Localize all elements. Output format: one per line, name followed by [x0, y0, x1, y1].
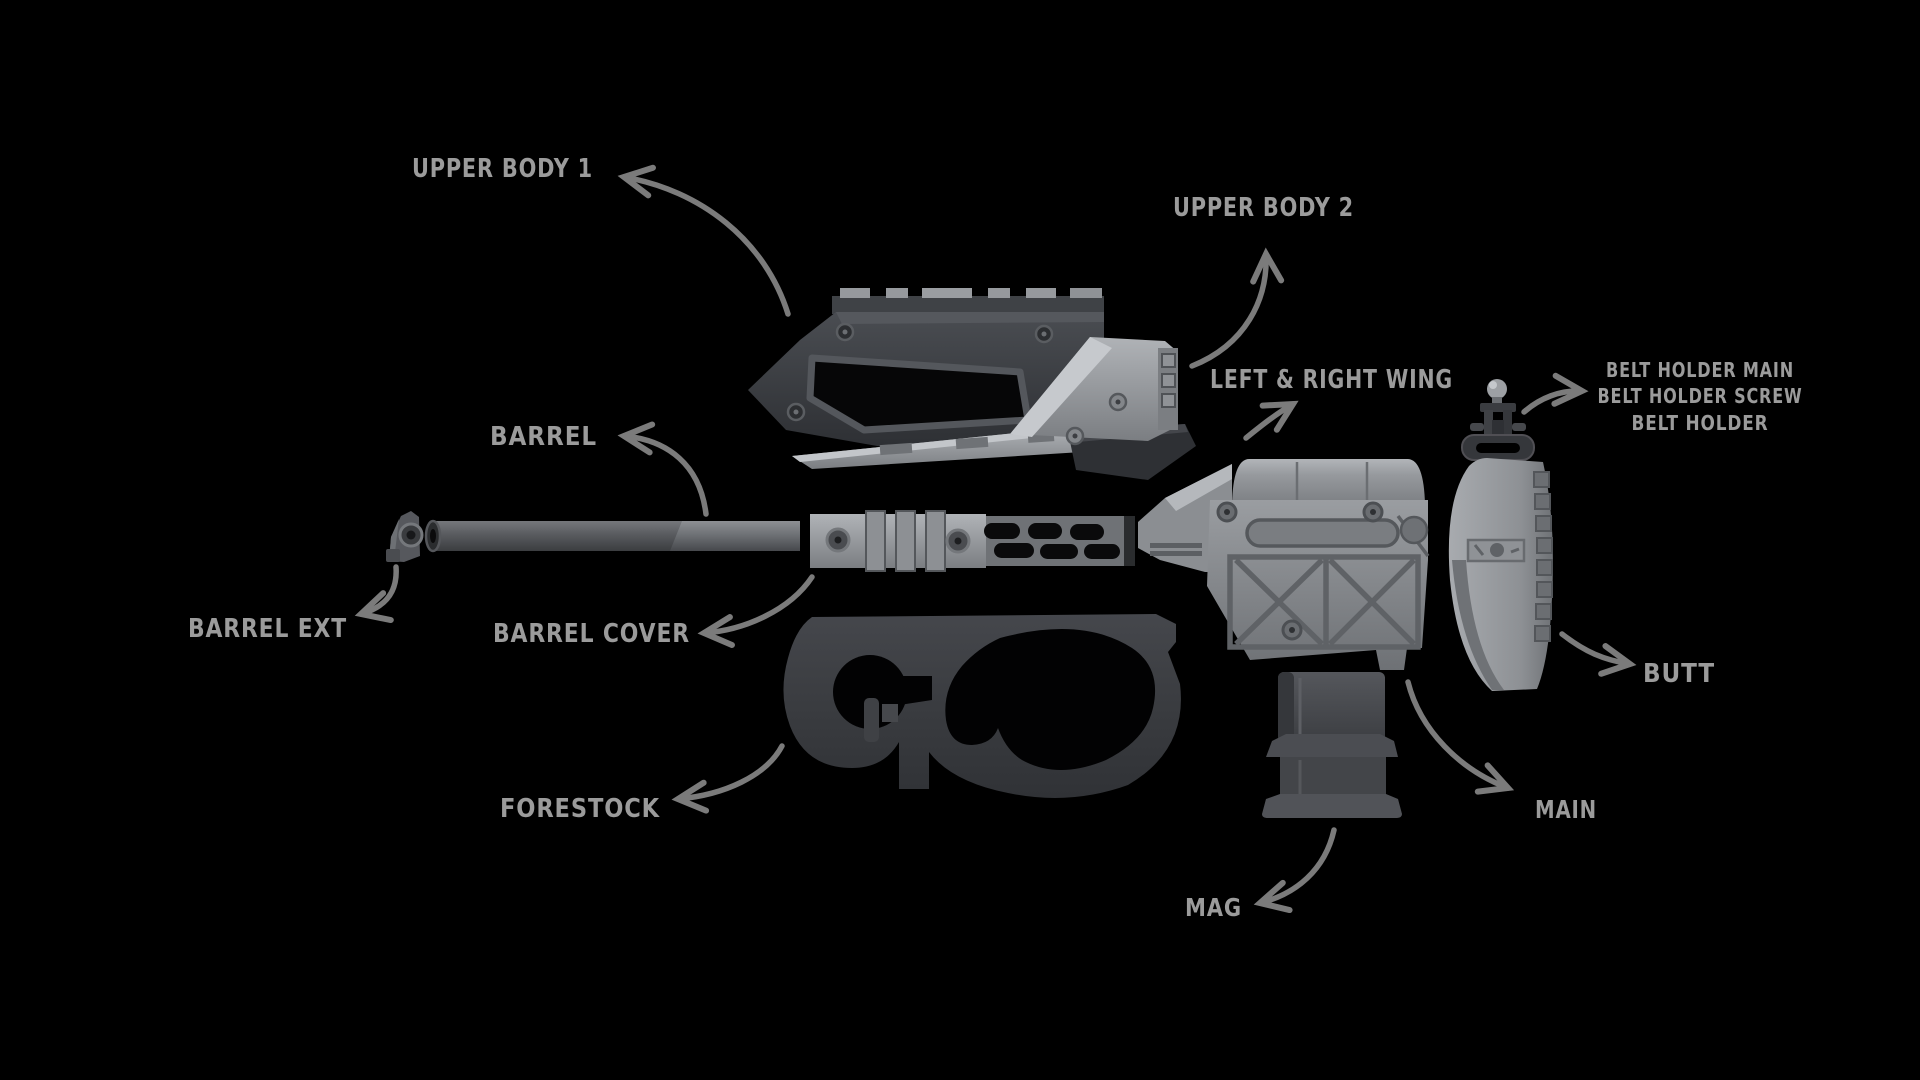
main-arrow	[1405, 679, 1515, 795]
barrel-ext-part	[386, 511, 424, 562]
main-part	[1138, 458, 1430, 670]
belt-holder-arrow	[1521, 372, 1589, 415]
screw-rivet	[1216, 501, 1238, 523]
barrel-arrow	[617, 421, 709, 517]
forestock-arrow	[671, 743, 785, 814]
butt-arrow	[1559, 631, 1637, 677]
upper-body-1-arrow	[617, 164, 791, 317]
upper-body-2-arrow	[1189, 247, 1285, 369]
screw-rivet	[825, 527, 851, 553]
belt-holder-label: BELT HOLDER	[1632, 411, 1769, 435]
mag-part	[1262, 672, 1402, 818]
upper-body-1-part	[748, 288, 1104, 450]
butt-ribs	[1533, 471, 1553, 642]
forestock-label: FORESTOCK	[500, 794, 660, 824]
belt-holder-part	[1461, 379, 1535, 461]
mag-arrow	[1253, 827, 1337, 914]
callout-arrows	[354, 164, 1637, 914]
barrel-label: BARREL	[490, 422, 597, 452]
belt-holder-main-label: BELT HOLDER MAIN	[1606, 358, 1794, 382]
barrel-ext-arrow	[354, 564, 399, 624]
butt-part	[1448, 458, 1553, 691]
screw-rivet	[1108, 392, 1128, 412]
upper-body-1-label: UPPER BODY 1	[412, 154, 593, 184]
barrel-cover-label: BARREL COVER	[493, 619, 690, 649]
truss-detail	[1227, 554, 1421, 650]
forestock-part	[783, 614, 1181, 798]
screw-rivet	[1281, 619, 1303, 641]
barrel-cover-arrow	[697, 574, 815, 648]
left-right-wing-arrow	[1243, 400, 1299, 441]
callout-labels: UPPER BODY 1 UPPER BODY 2 LEFT & RIGHT W…	[188, 154, 1803, 922]
barrel-ext-label: BARREL EXT	[188, 614, 347, 644]
belt-holder-screw-label: BELT HOLDER SCREW	[1598, 384, 1803, 408]
screw-rivet	[1362, 501, 1384, 523]
butt-label: BUTT	[1643, 659, 1715, 689]
screw-rivet	[945, 528, 971, 554]
upper-body-2-part	[1010, 337, 1178, 446]
rail-teeth	[840, 288, 1102, 298]
barrel-part	[424, 519, 800, 553]
upper-body-2-label: UPPER BODY 2	[1173, 193, 1354, 223]
mag-label: MAG	[1185, 893, 1242, 922]
left-right-wing-label: LEFT & RIGHT WING	[1210, 365, 1453, 395]
main-label: MAIN	[1535, 795, 1597, 824]
screw-rivet	[1065, 426, 1085, 446]
screw-rivet	[1034, 324, 1054, 344]
screw-rivet	[835, 322, 855, 342]
barrel-cover-part	[810, 510, 1135, 572]
screw-rivet	[786, 402, 806, 422]
